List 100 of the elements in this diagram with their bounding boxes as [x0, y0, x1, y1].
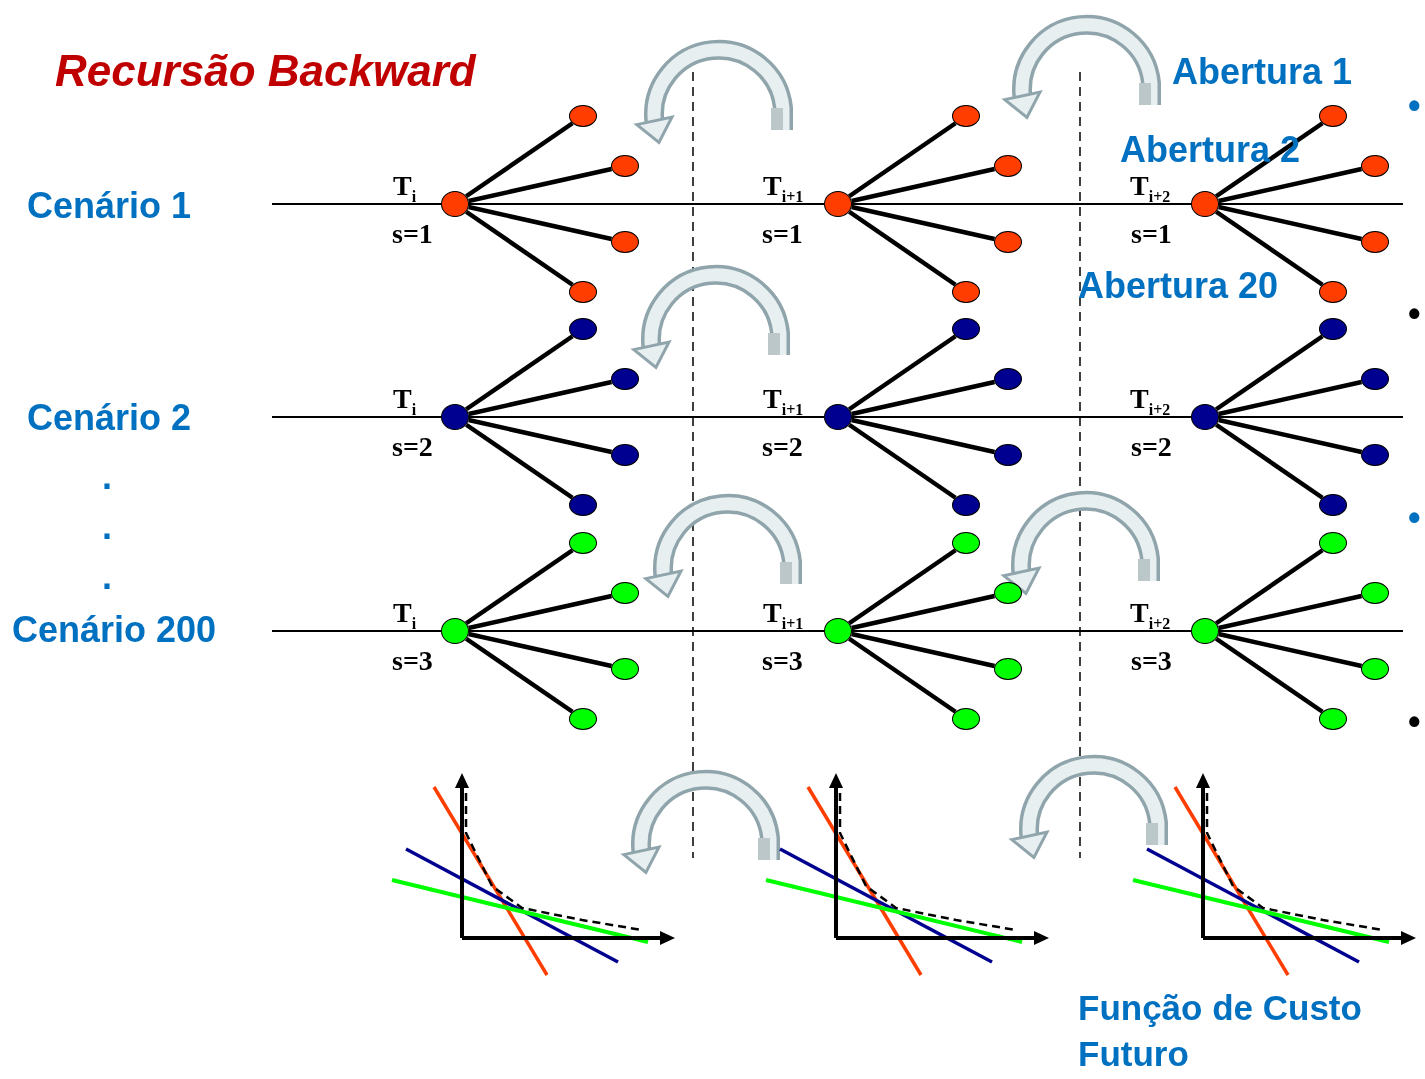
- scenario-index-label: s=1: [1131, 220, 1172, 248]
- branch-line: [464, 121, 574, 199]
- stage-label: T$_{i+2}$: [1130, 599, 1171, 632]
- opening-node: [611, 155, 639, 177]
- scenario-line: [271, 416, 442, 418]
- branch-line: [468, 166, 613, 204]
- scenario-line: [271, 630, 442, 632]
- scenario-label: Cenário 200: [12, 610, 217, 650]
- scenario-index-label: s=1: [762, 220, 803, 248]
- scenario-node: [441, 191, 469, 217]
- scenario-line: [851, 416, 1192, 418]
- opening-node: [994, 231, 1022, 253]
- opening-node: [1319, 318, 1347, 340]
- opening-node: [1361, 155, 1389, 177]
- opening-node: [1361, 444, 1389, 466]
- scenario-line: [1218, 630, 1404, 632]
- opening-node: [611, 368, 639, 390]
- scenario-line: [1218, 416, 1404, 418]
- scenario-line: [851, 630, 1192, 632]
- scenario-node: [1191, 191, 1219, 217]
- branch-line: [468, 204, 613, 242]
- stage-label: T$_{i+1}$: [763, 172, 804, 205]
- opening-label: Abertura 1: [1172, 52, 1353, 92]
- scenario-node: [824, 191, 852, 217]
- branch-line: [847, 422, 957, 500]
- opening-node: [994, 155, 1022, 177]
- scenario-node: [441, 618, 469, 644]
- branch-line: [468, 593, 613, 631]
- opening-node: [1361, 231, 1389, 253]
- scenario-index-label: s=2: [762, 433, 803, 461]
- branch-line: [464, 209, 574, 287]
- title: Recursão Backward: [55, 46, 476, 96]
- opening-node: [952, 281, 980, 303]
- scenario-label: Cenário 1: [27, 186, 192, 226]
- ellipsis-dot: .: [102, 557, 112, 597]
- branch-line: [1214, 548, 1324, 626]
- opening-label: Abertura 20: [1078, 266, 1279, 306]
- bullet: •: [1408, 498, 1421, 538]
- opening-node: [1361, 368, 1389, 390]
- opening-node: [994, 658, 1022, 680]
- scenario-index-label: s=3: [1131, 647, 1172, 675]
- opening-node: [569, 105, 597, 127]
- branch-line: [847, 121, 957, 199]
- branch-line: [851, 379, 996, 417]
- scenario-line: [468, 630, 825, 632]
- branch-line: [851, 166, 996, 204]
- scenario-line: [468, 416, 825, 418]
- ellipsis-dot: .: [102, 507, 112, 547]
- branch-line: [851, 204, 996, 242]
- branch-line: [468, 631, 613, 669]
- branch-line: [851, 417, 996, 455]
- branch-line: [1214, 422, 1324, 500]
- scenario-node: [1191, 618, 1219, 644]
- opening-node: [952, 708, 980, 730]
- opening-node: [611, 231, 639, 253]
- future-cost-label: Função de Custo Futuro: [1078, 987, 1363, 1075]
- opening-node: [952, 105, 980, 127]
- branch-line: [851, 593, 996, 631]
- opening-node: [569, 281, 597, 303]
- stage-label: T$_{i}$: [393, 172, 417, 205]
- opening-node: [611, 444, 639, 466]
- branch-line: [847, 636, 957, 714]
- opening-node: [1319, 105, 1347, 127]
- opening-node: [1319, 281, 1347, 303]
- opening-node: [1361, 658, 1389, 680]
- scenario-node: [824, 404, 852, 430]
- scenario-node: [824, 618, 852, 644]
- opening-node: [994, 444, 1022, 466]
- branch-line: [1218, 417, 1363, 455]
- stage-label: T$_{i}$: [393, 599, 417, 632]
- branch-line: [464, 636, 574, 714]
- branch-line: [1214, 334, 1324, 412]
- opening-node: [952, 494, 980, 516]
- scenario-node: [441, 404, 469, 430]
- opening-node: [569, 494, 597, 516]
- branch-line: [1218, 379, 1363, 417]
- bullet: •: [1408, 86, 1421, 126]
- scenario-index-label: s=2: [392, 433, 433, 461]
- scenario-line: [271, 203, 442, 205]
- scenario-index-label: s=2: [1131, 433, 1172, 461]
- opening-node: [611, 658, 639, 680]
- scenario-index-label: s=1: [392, 220, 433, 248]
- branch-line: [464, 422, 574, 500]
- branch-line: [464, 548, 574, 626]
- opening-node: [994, 368, 1022, 390]
- opening-node: [1319, 494, 1347, 516]
- bullet: •: [1408, 702, 1421, 742]
- scenario-line: [1218, 203, 1404, 205]
- ellipsis-dot: .: [102, 457, 112, 497]
- scenario-label: Cenário 2: [27, 398, 192, 438]
- opening-node: [952, 318, 980, 340]
- scenario-node: [1191, 404, 1219, 430]
- branch-line: [1214, 209, 1324, 287]
- opening-node: [611, 582, 639, 604]
- branch-line: [847, 548, 957, 626]
- bullet: •: [1408, 294, 1421, 334]
- branch-line: [847, 209, 957, 287]
- scenario-index-label: s=3: [762, 647, 803, 675]
- branch-line: [468, 417, 613, 455]
- opening-node: [1361, 582, 1389, 604]
